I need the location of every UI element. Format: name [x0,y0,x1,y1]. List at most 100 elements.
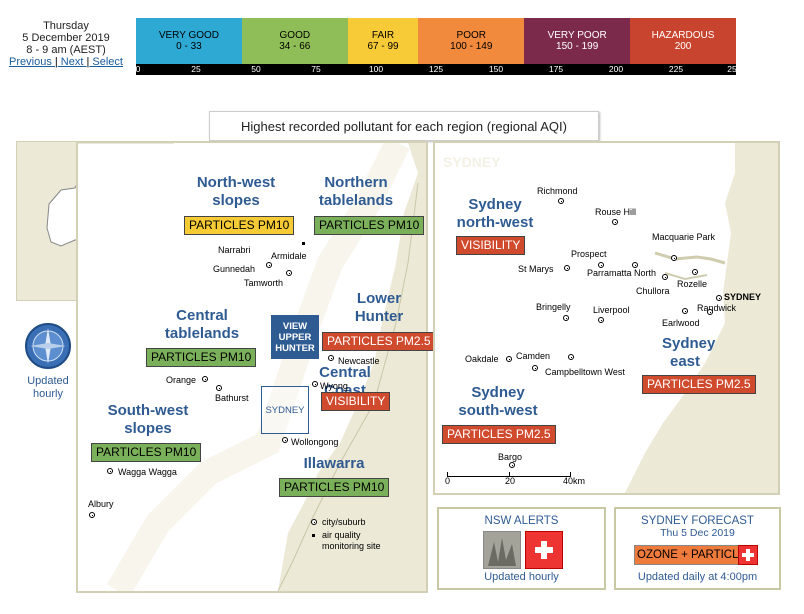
badge-south-west-slopes[interactable]: PARTICLES PM10 [91,443,202,462]
town-st-marys: St Marys [518,264,554,274]
town-marker [286,270,292,276]
town-tamworth: Tamworth [244,278,284,288]
distance-scale: 0 20 40km [445,466,585,488]
badge-lower-hunter[interactable]: PARTICLES PM2.5 [322,332,436,351]
town-sydney: SYDNEY [724,292,762,302]
sydney-inset-box[interactable]: SYDNEY [261,386,309,434]
town-richmond: Richmond [537,186,578,196]
day-label: Thursday [43,20,89,32]
legend-city: city/suburb [311,517,423,528]
town-albury: Albury [88,499,114,509]
town-gunnedah: Gunnedah [213,264,256,274]
separator: | [54,56,58,68]
town-marker [312,381,318,387]
town-marker [506,356,512,362]
select-link[interactable]: Select [92,56,123,68]
badge-north-west-slopes[interactable]: PARTICLES PM10 [184,216,295,235]
badge-central-coast[interactable]: VISIBILITY [321,392,391,411]
nsw-alerts-box[interactable]: NSW ALERTS Updated hourly [437,507,606,590]
tick-label: 75 [311,64,321,74]
forecast-caption: Updated daily at 4:00pm [637,571,758,583]
town-marker [266,262,272,268]
scale-label: 20 [505,476,516,486]
date-label: 5 December 2019 [22,32,110,44]
scale-label: 0 [445,476,451,486]
previous-link[interactable]: Previous [9,56,52,68]
town-campbelltown-west: Campbelltown West [545,367,625,377]
sydney-forecast-box[interactable]: SYDNEY FORECAST Thu 5 Dec 2019 OZONE + P… [614,507,781,590]
tick-label: 25 [191,64,201,74]
compass-icon [25,323,71,369]
badge-sydney-south-west[interactable]: PARTICLES PM2.5 [442,425,556,444]
town-oakdale: Oakdale [465,354,499,364]
town-narrabri: Narrabri [218,245,251,255]
sydney-map-title: SYDNEY [443,154,501,170]
town-marker [707,309,713,315]
compass-caption: Updated hourly [27,375,69,400]
health-cross-icon [738,545,758,565]
separator: | [86,56,90,68]
town-marker [89,512,95,518]
badge-sydney-east[interactable]: PARTICLES PM2.5 [642,375,756,394]
forecast-title: SYDNEY FORECAST [641,515,754,527]
town-marker [632,262,638,268]
town-macquarie-park: Macquarie Park [652,232,716,242]
tick-label: 225 [668,64,684,74]
date-block: Thursday 5 December 2019 8 - 9 am (AEST)… [0,20,132,68]
tick-label: 125 [428,64,444,74]
tick-label: 100 [368,64,384,74]
badge-northern-tablelands[interactable]: PARTICLES PM10 [314,216,425,235]
town-marker [671,255,677,261]
compass-widget[interactable]: Updated hourly [23,322,73,402]
tick-label: 50 [251,64,261,74]
town-marker [328,355,334,361]
town-marker [563,315,569,321]
town-marker [564,265,570,271]
town-marker [598,262,604,268]
town-prospect: Prospect [571,249,607,259]
town-rouse-hill: Rouse Hill [595,207,637,217]
smoke-photo-icon [483,531,521,569]
alerts-title: NSW ALERTS [484,515,559,527]
map-subtitle: Highest recorded pollutant for each regi… [209,111,599,141]
town-armidale: Armidale [271,251,307,261]
badge-illawarra[interactable]: PARTICLES PM10 [279,478,390,497]
town-marker [509,462,515,468]
town-liverpool: Liverpool [593,305,630,315]
town-marker [216,385,222,391]
sydney-landmass [435,143,735,493]
town-wollongong: Wollongong [291,437,339,447]
town-camden: Camden [516,351,551,361]
tick-label: 0 [135,64,141,74]
badge-central-tablelands[interactable]: PARTICLES PM10 [146,348,257,367]
tick-label: 25 [727,64,737,74]
town-marker [202,376,208,382]
town-marker [598,317,604,323]
town-parramatta-north: Parramatta North [587,268,657,278]
town-marker [568,354,574,360]
aqi-ruler: 0 25 50 75 100 125 150 175 200 225 25 [135,64,737,75]
alerts-caption: Updated hourly [484,571,559,583]
town-orange: Orange [166,375,197,385]
next-link[interactable]: Next [60,56,84,68]
date-nav: Previous | Next | Select [0,56,132,68]
town-marker [692,269,698,275]
town-randwick: Randwick [697,303,737,313]
badge-sydney-north-west[interactable]: VISIBILITY [456,236,526,255]
town-rozelle: Rozelle [677,279,708,289]
monitor-marker [302,242,305,245]
town-earlwood: Earlwood [662,318,700,328]
town-marker [558,198,564,204]
town-marker [532,365,538,371]
